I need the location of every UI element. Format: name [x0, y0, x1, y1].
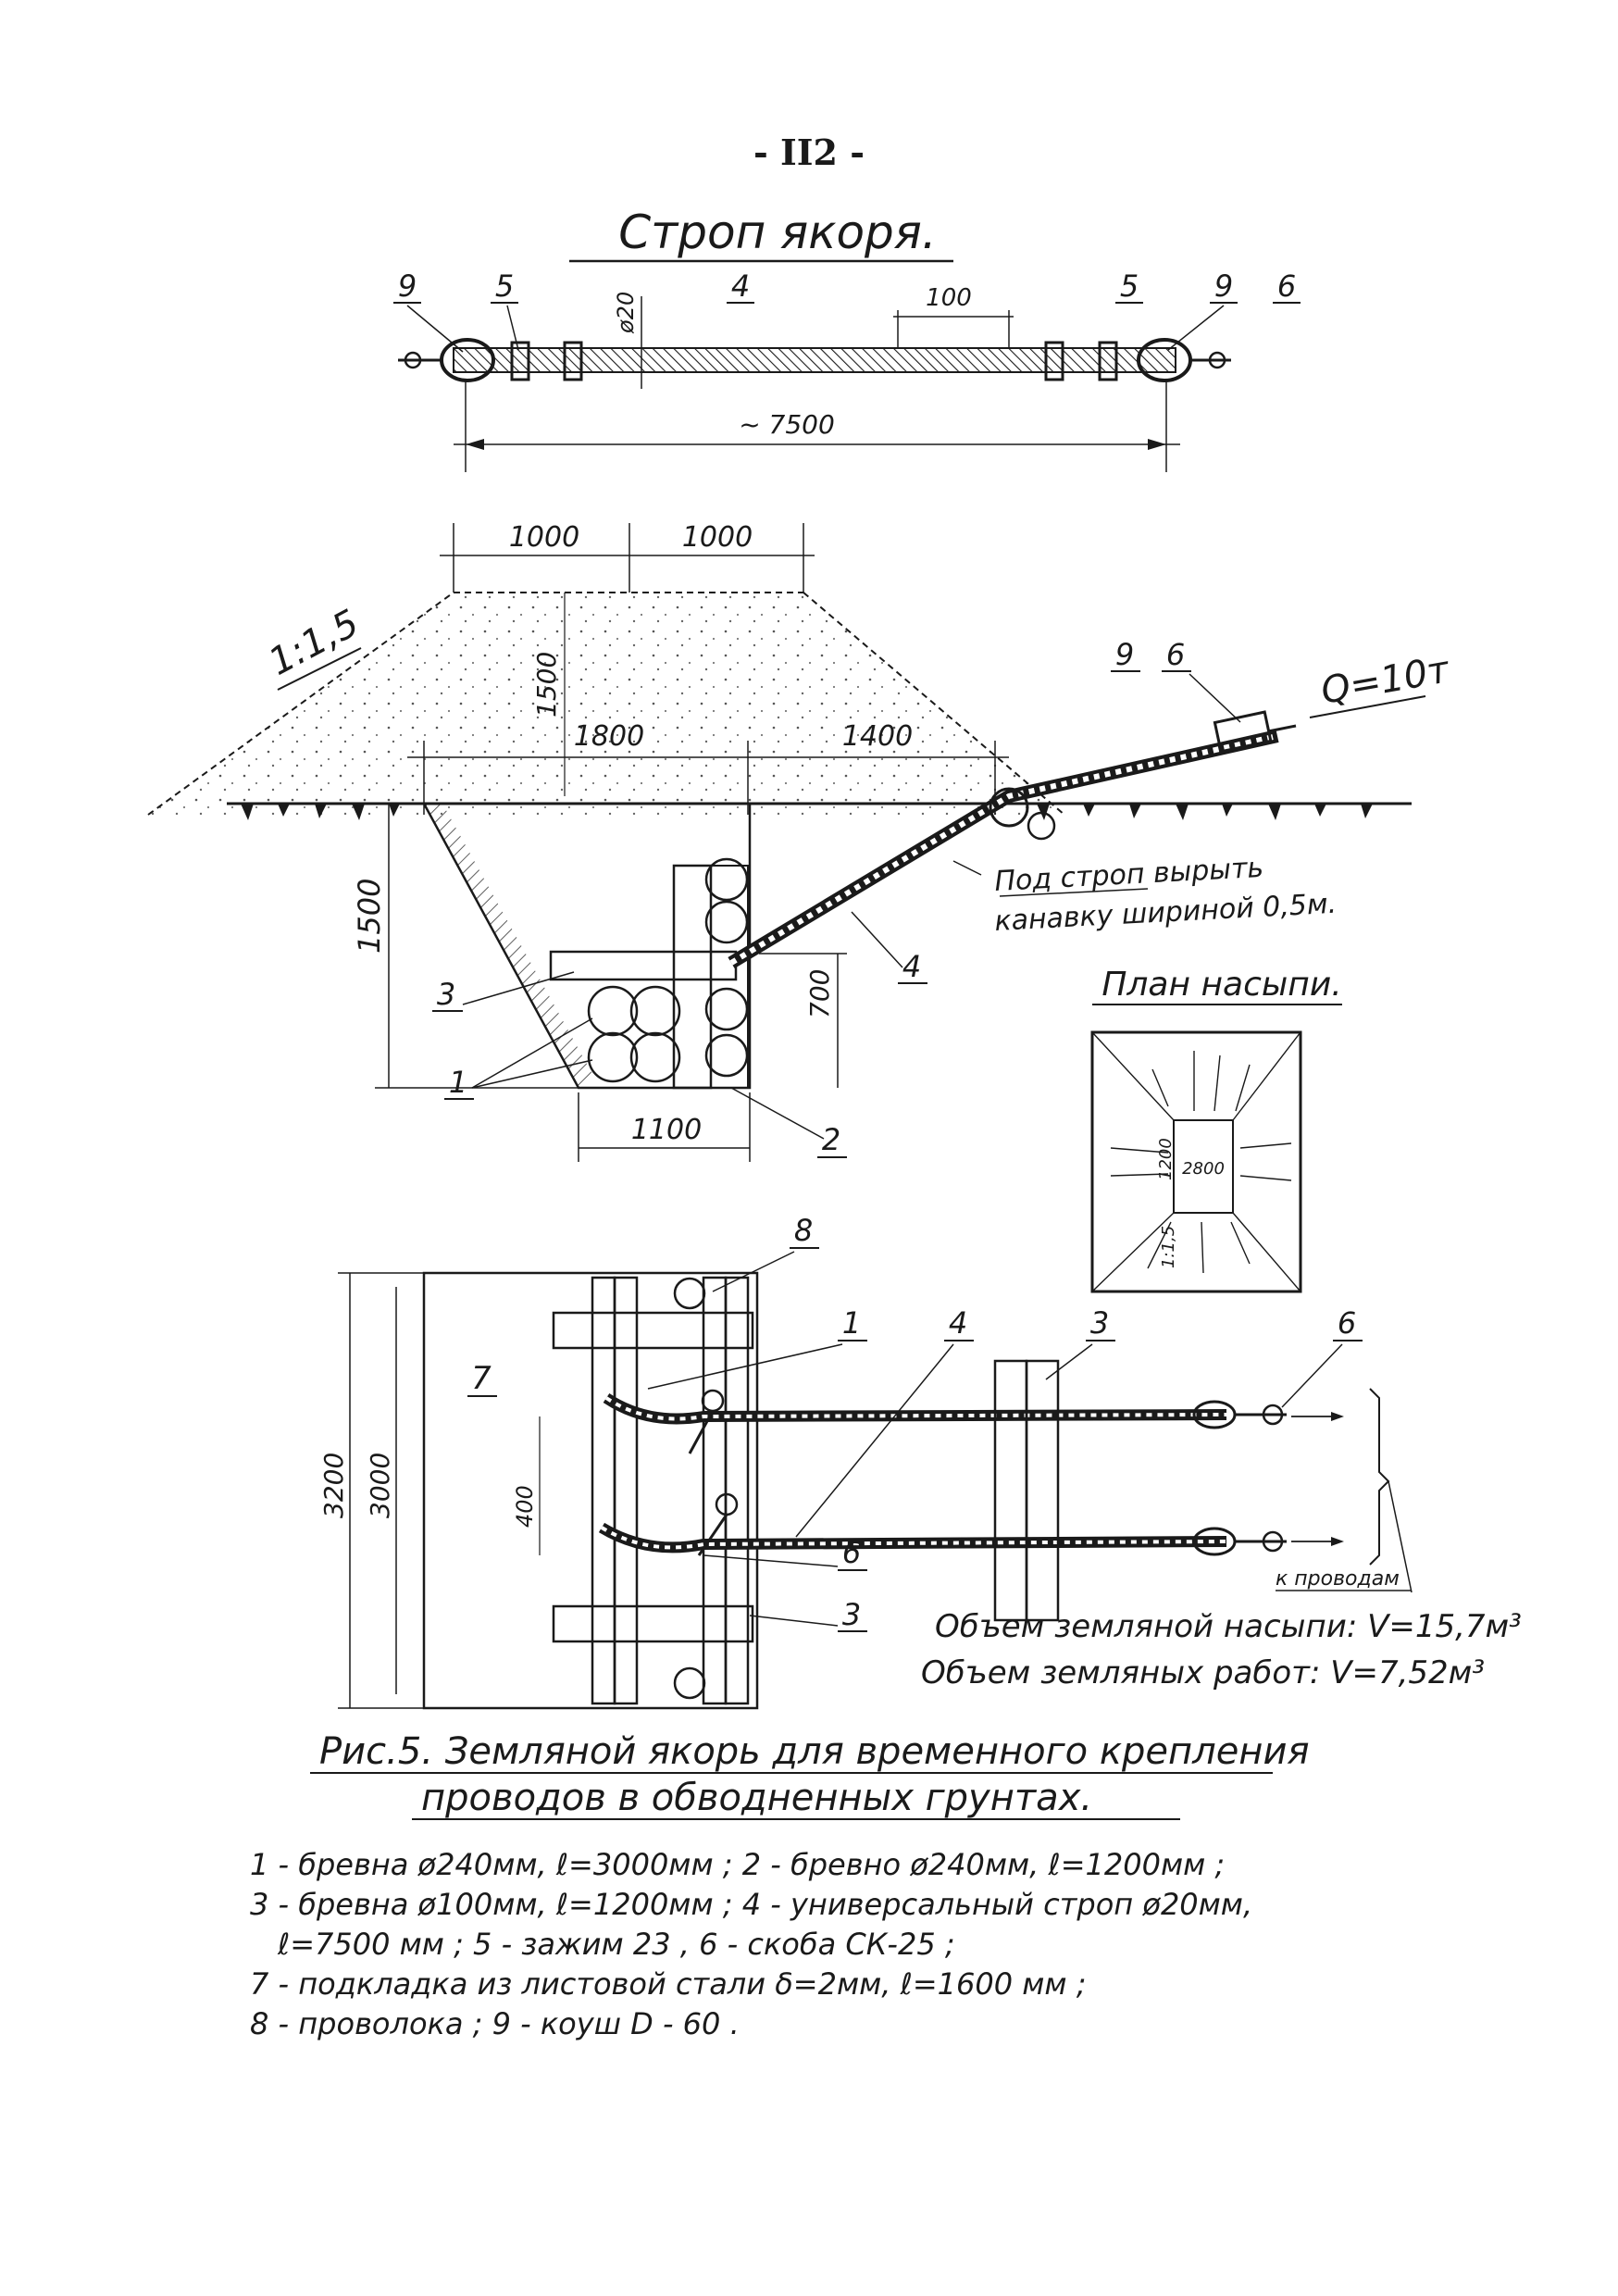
section-callout-9: 9 — [1115, 637, 1134, 672]
plan-callout-3-bottom: 3 — [842, 1597, 861, 1632]
legend-line1: 1 - бревна ø240мм, ℓ=3000мм ; 2 - бревно… — [250, 1847, 1225, 1882]
section-callout-4: 4 — [902, 949, 921, 984]
sling-callout-6: 6 — [1277, 268, 1296, 304]
mound-plan-dim-inner-h: 1200 — [1156, 1138, 1176, 1180]
legend-line5: 8 - проволока ; 9 - коуш D - 60 . — [250, 2006, 740, 2041]
plan-callout-6-bottom: 6 — [842, 1535, 861, 1570]
plan-volume-mound: Объем земляной насыпи: V=15,7м³ — [935, 1608, 1522, 1645]
figure-caption: Рис.5. Земляной якорь для временного кре… — [310, 1730, 1310, 1820]
section-dim-mound-height: 1500 — [531, 652, 562, 718]
section-view: 1000 1000 1:1,5 1500 1800 1400 — [147, 521, 1453, 1162]
sling-callout-5-right: 5 — [1120, 268, 1139, 304]
sling-detail: Строп якоря. 9 5 4 5 9 6 ø20 100 — [393, 206, 1301, 472]
section-dim-left: 1800 — [574, 720, 644, 753]
section-dim-700: 700 — [804, 969, 835, 1018]
sling-callout-5-left: 5 — [495, 268, 514, 304]
plan-to-wires: к проводам — [1276, 1567, 1400, 1591]
sling-dim-diameter: ø20 — [613, 292, 639, 334]
plan-callout-6-top: 6 — [1338, 1305, 1356, 1341]
plan-callout-8: 8 — [794, 1213, 813, 1248]
sling-title: Строп якоря. — [618, 206, 937, 259]
caption-line1: Рис.5. Земляной якорь для временного кре… — [319, 1730, 1310, 1773]
section-callout-2: 2 — [822, 1122, 840, 1157]
sling-callout-9-left: 9 — [398, 268, 417, 304]
section-dim-depth: 1500 — [352, 879, 387, 954]
plan-volume-works: Объем земляных работ: V=7,52м³ — [921, 1654, 1485, 1691]
mound-plan: План насыпи. 1200 2800 1:1,5 — [1090, 966, 1342, 1293]
legend-line3: ℓ=7500 мм ; 5 - зажим 23 , 6 - скоба СК-… — [277, 1927, 955, 1962]
section-dim-1100: 1100 — [631, 1114, 702, 1146]
legend: 1 - бревна ø240мм, ℓ=3000мм ; 2 - бревно… — [250, 1847, 1252, 2041]
mound-plan-dim-inner-w: 2800 — [1182, 1159, 1225, 1179]
plan-dim-3000: 3000 — [365, 1453, 395, 1518]
plan-view: 7 3200 3000 400 — [318, 1213, 1522, 1710]
page-number: - II2 - — [753, 131, 865, 173]
caption-line2: проводов в обводненных грунтах. — [421, 1777, 1092, 1819]
plan-callout-4: 4 — [949, 1305, 967, 1341]
legend-line4: 7 - подкладка из листовой стали δ=2мм, ℓ… — [250, 1966, 1086, 2002]
sling-dim-pitch: 100 — [926, 284, 972, 312]
plan-callout-3: 3 — [1090, 1305, 1109, 1341]
section-callout-3: 3 — [437, 977, 455, 1012]
plan-dim-400: 400 — [512, 1485, 538, 1528]
legend-line2: 3 - бревна ø100мм, ℓ=1200мм ; 4 - универ… — [250, 1887, 1252, 1922]
mound-plan-title: План насыпи. — [1101, 966, 1341, 1004]
plan-dim-3200: 3200 — [318, 1453, 349, 1518]
section-callout-1: 1 — [449, 1065, 467, 1100]
mound-plan-slope: 1:1,5 — [1159, 1226, 1178, 1268]
plan-callout-7: 7 — [471, 1360, 492, 1397]
sling-callout-9-right: 9 — [1214, 268, 1233, 304]
section-dim-top-right: 1000 — [682, 521, 753, 554]
section-callout-6: 6 — [1166, 637, 1185, 672]
sling-callout-4: 4 — [731, 268, 750, 304]
section-dim-top-left: 1000 — [509, 521, 579, 554]
sling-dim-length: ~ 7500 — [739, 409, 835, 440]
section-dim-right: 1400 — [842, 720, 913, 753]
section-note-line1: Под строп вырыть — [994, 852, 1264, 898]
plan-callout-1: 1 — [842, 1305, 861, 1341]
